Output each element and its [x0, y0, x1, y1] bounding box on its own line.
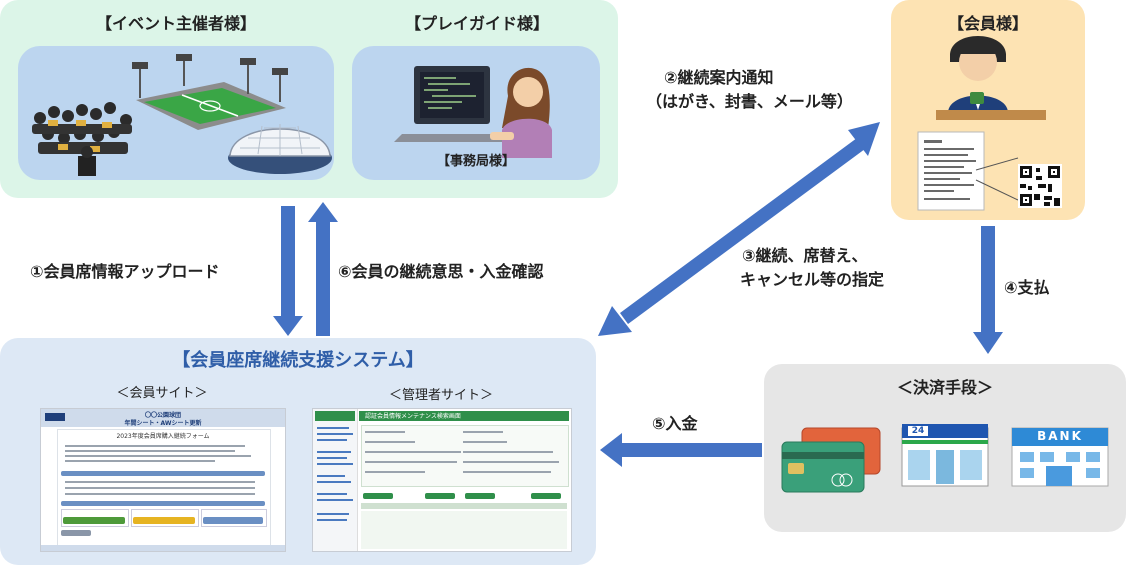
step6-label: ⑥会員の継続意思・入金確認 [338, 262, 544, 281]
member-site-button-yellow [133, 517, 195, 524]
arrow-step2-step3 [598, 122, 880, 336]
step3-label-line1: ③継続、席替え、 [742, 246, 868, 265]
office-worker-illustration [394, 66, 552, 158]
payment-title: ＜決済手段＞ [896, 378, 993, 397]
member-site-form-title: 2023年度会員席購入継続フォーム [116, 433, 210, 440]
office-label: 【事務局様】 [436, 154, 515, 169]
computer-worker-icon [394, 66, 552, 158]
member-site-header: 〇〇公園球団 [144, 412, 181, 419]
step2-label-line1: ②継続案内通知 [664, 68, 774, 87]
arrow-step6 [308, 202, 338, 336]
member-site-label: ＜会員サイト＞ [116, 386, 208, 401]
playguide-title: 【プレイガイド様】 [404, 14, 549, 33]
arrow-step4 [973, 226, 1003, 354]
dome-icon [228, 124, 332, 174]
system-title: 【会員座席継続支援システム】 [172, 350, 424, 371]
arrow-step5 [600, 433, 762, 467]
admin-site-label: ＜管理者サイト＞ [388, 388, 493, 403]
stadium-orchestra-illustration [32, 54, 332, 176]
bank-sign: BANK [1037, 429, 1083, 443]
store-sign: 24 [911, 426, 925, 436]
member-site-button-blue [203, 517, 263, 524]
member-site-subheader: 年間シート・AWシート更新 [124, 420, 202, 427]
step5-label: ⑤入金 [652, 414, 698, 433]
stadium-icon [132, 54, 288, 130]
playguide-card: 【事務局様】 [352, 46, 600, 180]
step3-label-line2: キャンセル等の指定 [740, 270, 885, 289]
step1-label: ①会員席情報アップロード [30, 262, 220, 281]
organizers-title: 【イベント主催者様】 [95, 14, 256, 33]
member-site-screenshot: 〇〇公園球団 年間シート・AWシート更新 2023年度会員席購入継続フォーム [40, 408, 286, 552]
member-title: 【会員様】 [947, 14, 1028, 33]
admin-header: 認証会員情報メンテナンス検索画面 [365, 413, 461, 420]
arrow-step1 [273, 206, 303, 336]
step2-label-line2: （はがき、封書、メール等） [646, 92, 853, 111]
orchestra-icon [32, 102, 132, 176]
member-site-button-green [63, 517, 125, 524]
admin-site-screenshot: 認証会員情報メンテナンス検索画面 [312, 408, 572, 552]
organizer-illustration-card [18, 46, 334, 180]
step4-label: ④支払 [1004, 278, 1050, 297]
